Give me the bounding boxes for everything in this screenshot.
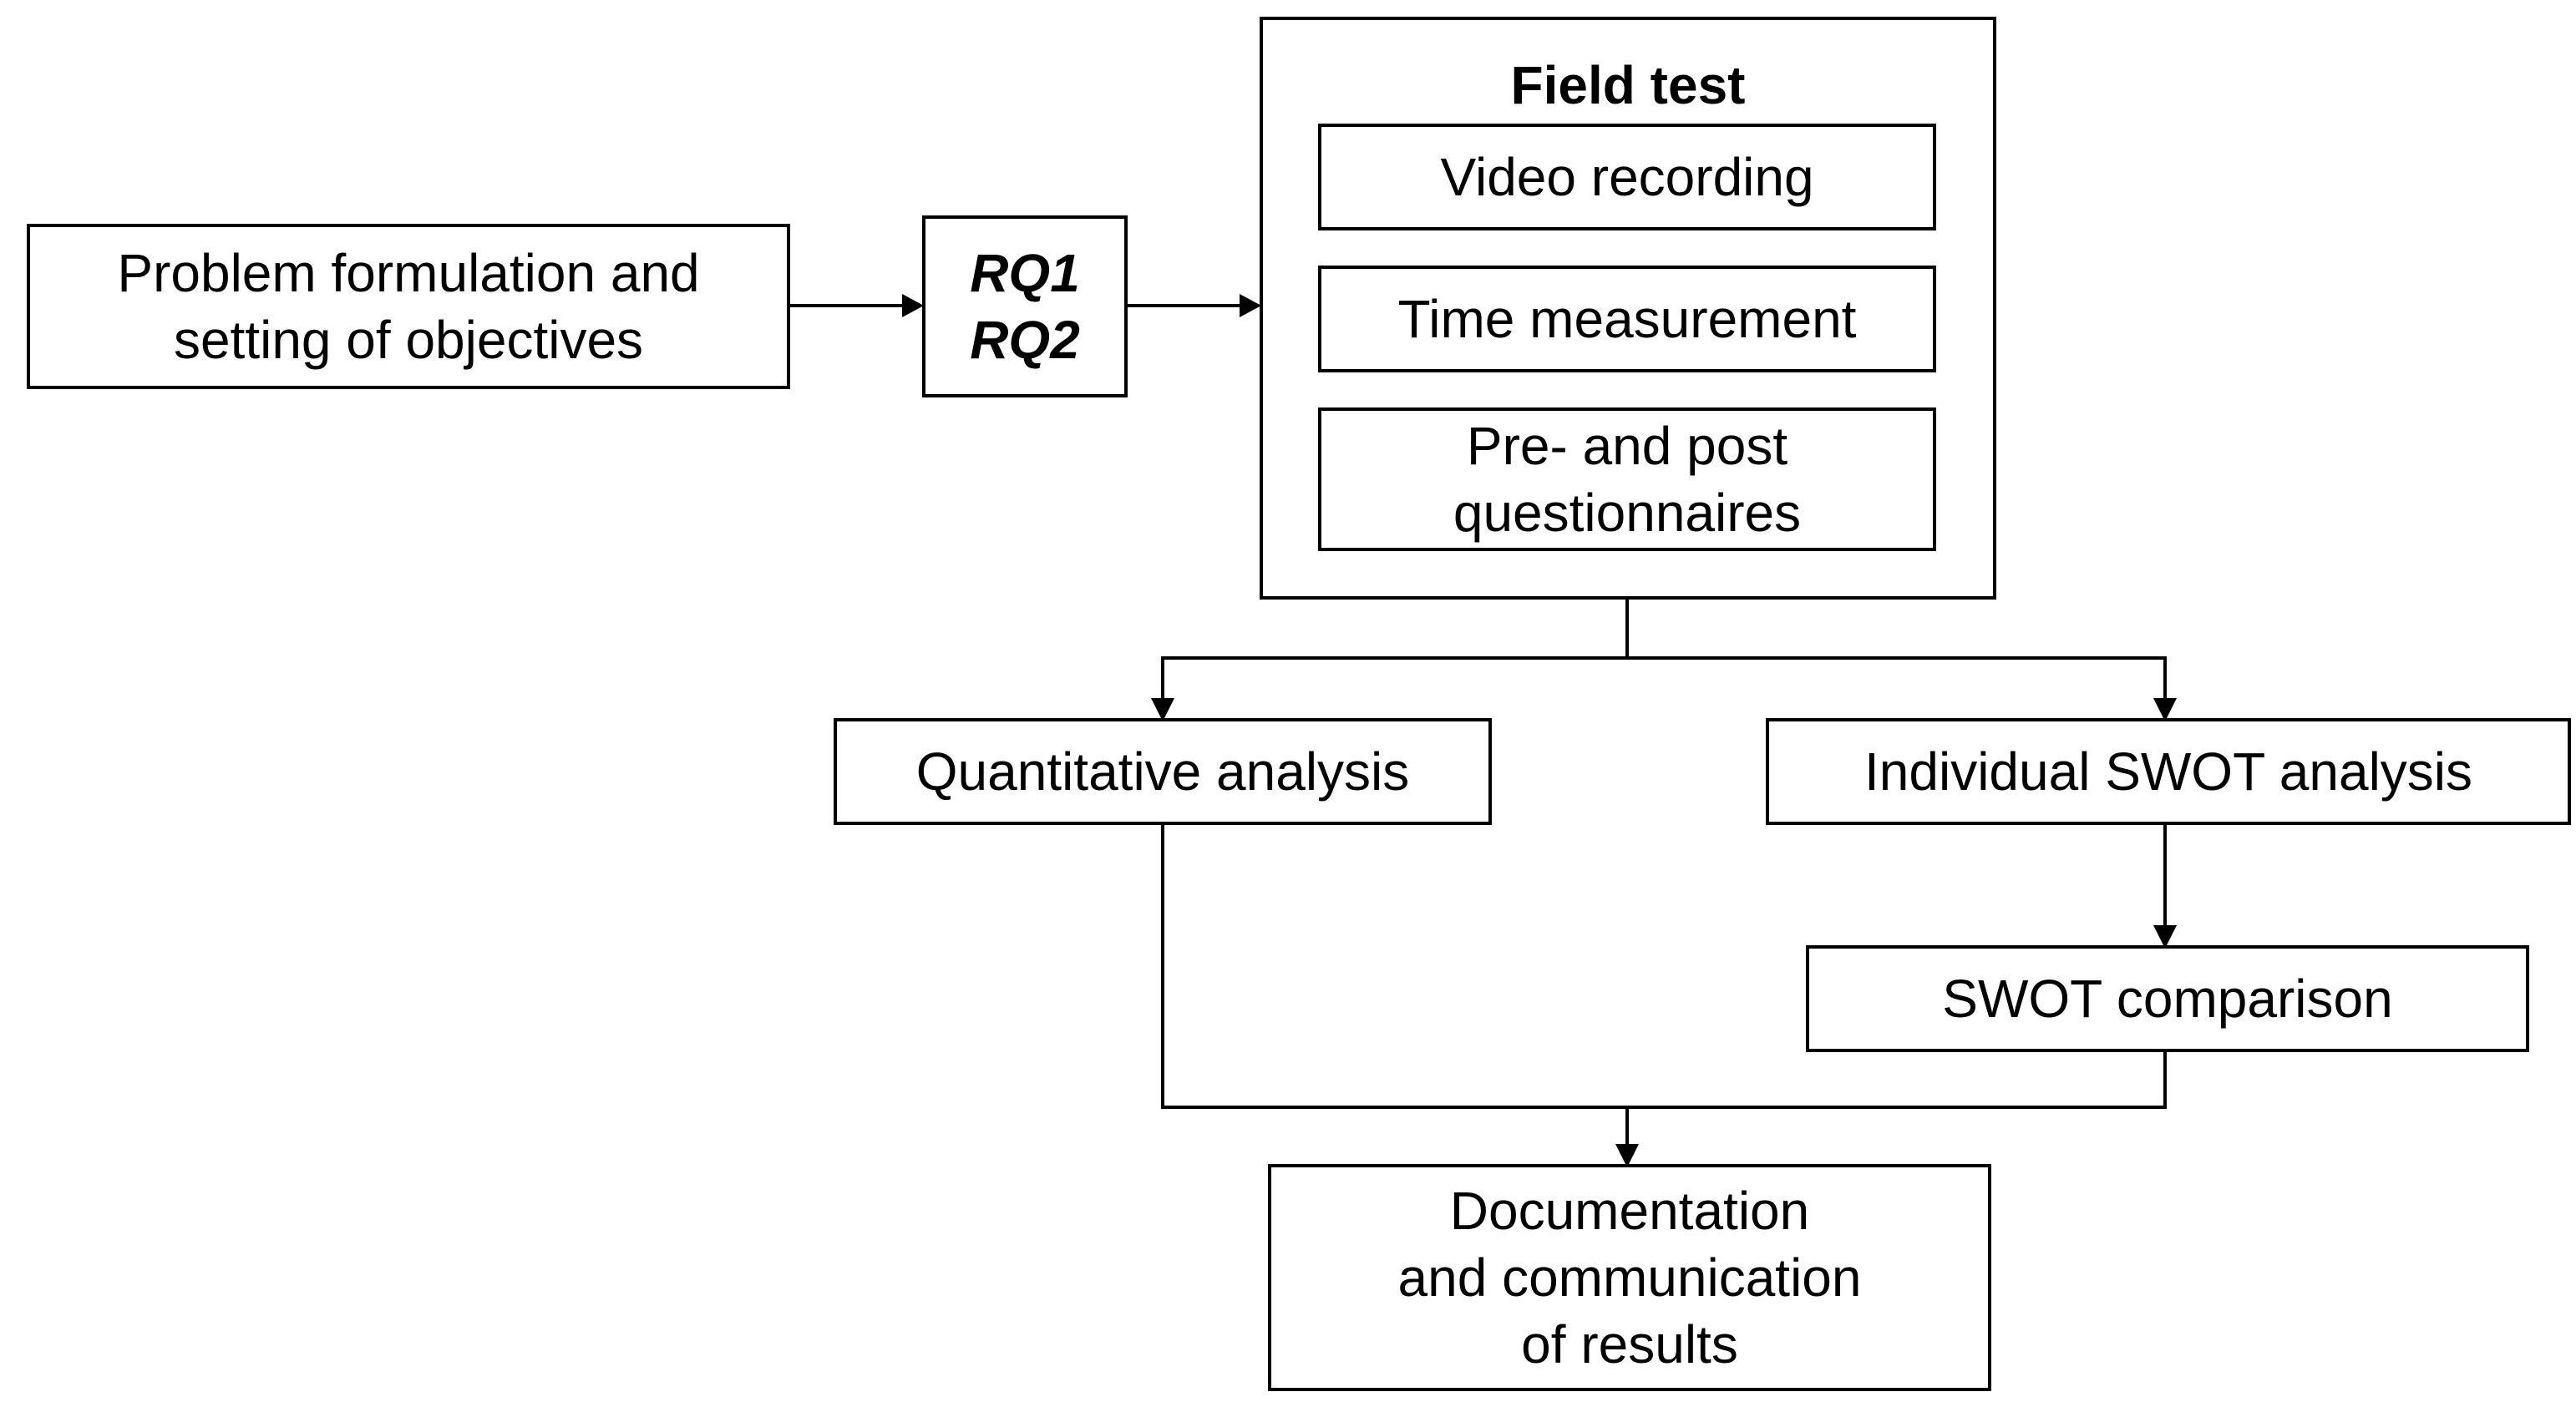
time-measurement-label: Time measurement (1397, 289, 1857, 349)
rq1-label: RQ1 (970, 243, 1080, 303)
arrowhead-rq (902, 294, 924, 317)
quantitative-analysis-box: Quantitative analysis (834, 718, 1492, 825)
problem-line-1: Problem formulation and (117, 243, 700, 303)
arrowhead-fieldtest (1240, 294, 1261, 317)
individual-swot-box: Individual SWOT analysis (1766, 718, 2571, 825)
edge-fieldtest-to-swot (1627, 656, 2167, 700)
problem-formulation-box: Problem formulation and setting of objec… (27, 224, 790, 389)
edge-fieldtest-branch (1161, 600, 1629, 700)
research-questions-box: RQ1 RQ2 (922, 215, 1128, 397)
time-measurement-box: Time measurement (1318, 266, 1936, 372)
quantitative-analysis-label: Quantitative analysis (915, 741, 1410, 802)
rq2-label: RQ2 (970, 310, 1080, 370)
video-recording-label: Video recording (1440, 147, 1814, 207)
swot-comparison-label: SWOT comparison (1942, 969, 2393, 1029)
arrowhead-swot-comparison (2153, 925, 2177, 949)
edge-quantitative-to-documentation (1161, 825, 2167, 1109)
questionnaires-box: Pre- and post questionnaires (1318, 407, 1936, 551)
arrowhead-quantitative (1151, 698, 1174, 721)
swot-comparison-box: SWOT comparison (1806, 945, 2529, 1052)
problem-line-2: setting of objectives (173, 310, 644, 370)
arrowhead-swot-individual (2153, 698, 2177, 721)
field-test-title: Field test (1510, 55, 1746, 115)
arrowhead-documentation (1615, 1144, 1639, 1167)
documentation-box: Documentation and communication of resul… (1268, 1164, 1991, 1391)
documentation-line-3: of results (1521, 1314, 1738, 1374)
questionnaires-line-1: Pre- and post (1466, 416, 1788, 476)
questionnaires-line-2: questionnaires (1453, 483, 1802, 543)
video-recording-box: Video recording (1318, 124, 1936, 230)
individual-swot-label: Individual SWOT analysis (1864, 741, 2472, 802)
documentation-line-2: and communication (1397, 1248, 1862, 1308)
documentation-line-1: Documentation (1449, 1181, 1810, 1241)
